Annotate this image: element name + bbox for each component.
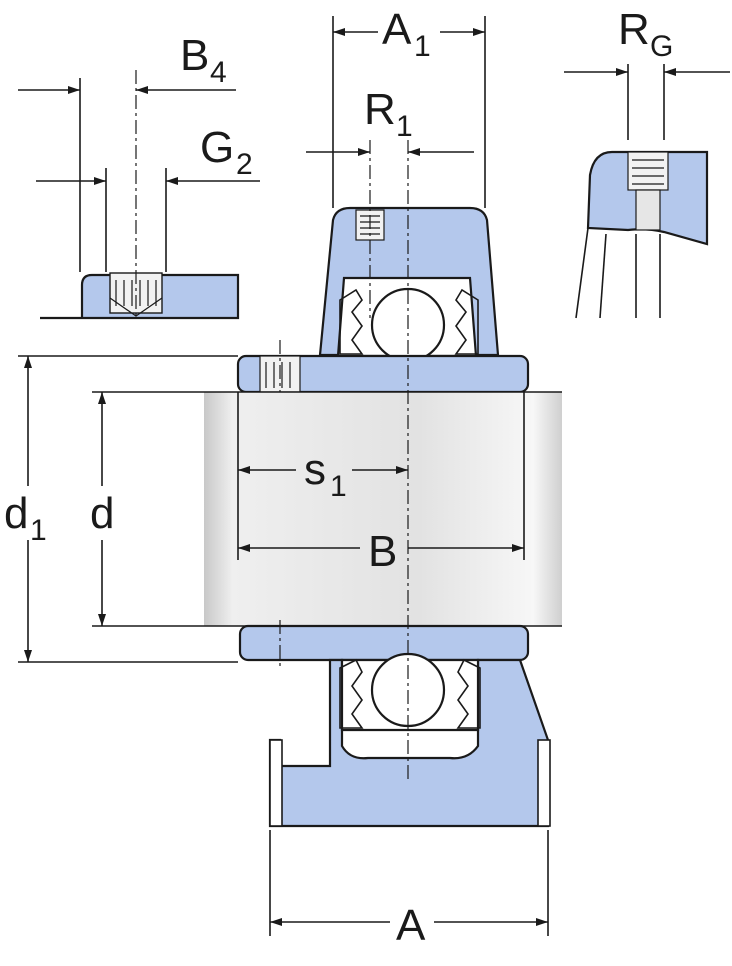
seal-left-top (339, 288, 364, 355)
set-screw-detail (18, 70, 260, 320)
svg-text:A: A (396, 901, 426, 950)
label-b4: B 4 (180, 31, 227, 89)
inner-ring-bottom (238, 624, 530, 662)
svg-text:G: G (650, 30, 673, 63)
svg-text:G: G (200, 123, 234, 172)
seal-right-top (454, 288, 479, 355)
rg-detail (564, 64, 730, 319)
label-d: d (90, 489, 114, 538)
label-a1: A 1 (382, 5, 431, 63)
svg-text:4: 4 (210, 56, 227, 89)
label-s1: s 1 (304, 445, 347, 503)
shaft (204, 392, 562, 626)
label-d1: d 1 (4, 489, 47, 547)
label-g2: G 2 (200, 123, 253, 181)
label-a: A (396, 901, 426, 950)
svg-text:s: s (304, 445, 326, 494)
svg-text:1: 1 (330, 470, 347, 503)
svg-text:1: 1 (414, 30, 431, 63)
dimension-lines (18, 16, 549, 936)
svg-text:A: A (382, 5, 412, 54)
housing-upper (236, 140, 530, 400)
svg-text:B: B (180, 31, 209, 80)
label-rg: R G (618, 5, 673, 63)
label-r1: R 1 (364, 85, 413, 143)
svg-text:1: 1 (30, 514, 47, 547)
svg-text:R: R (618, 5, 650, 54)
svg-text:R: R (364, 85, 396, 134)
svg-text:1: 1 (396, 110, 413, 143)
svg-text:d: d (4, 489, 28, 538)
svg-text:2: 2 (236, 148, 253, 181)
housing-lower (238, 620, 551, 828)
label-b: B (368, 527, 397, 576)
svg-text:B: B (368, 527, 397, 576)
svg-text:d: d (90, 489, 114, 538)
